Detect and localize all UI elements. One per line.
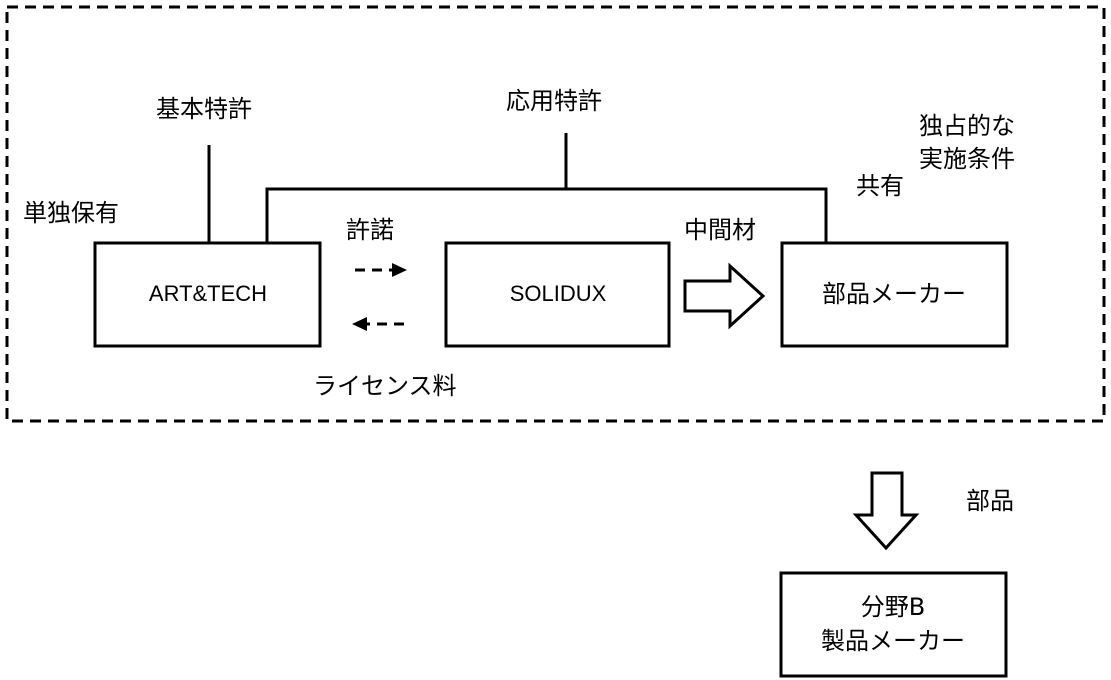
parts-label: 部品 [966, 487, 1014, 515]
license-grant-label: 許諾 [346, 216, 394, 244]
applied-patent-bracket [265, 187, 828, 243]
parts-maker-box [780, 241, 1009, 348]
dashed-boundary [5, 5, 1106, 423]
solidux-label: SOLIDUX [510, 281, 607, 306]
field-b-maker-box [779, 571, 1008, 678]
applied-patent-label: 応用特許 [506, 87, 602, 115]
parts-down-arrow [852, 471, 920, 551]
parts-maker-label: 部品メーカー [822, 280, 966, 308]
art-tech-box [93, 241, 322, 348]
product-maker-label: 製品メーカー [821, 627, 965, 655]
solidux-box [444, 241, 671, 348]
intermediate-material-label: 中間材 [684, 216, 756, 244]
license-fee-label: ライセンス料 [313, 372, 457, 400]
art-tech-label: ART&TECH [149, 281, 267, 306]
exclusive-terms-line1: 独占的な [919, 112, 1015, 140]
joint-ownership-label: 共有 [856, 172, 904, 200]
field-b-label: 分野B [861, 593, 925, 621]
basic-patent-label: 基本特許 [156, 95, 252, 123]
license-grant-arrow [355, 263, 407, 277]
intermediate-material-arrow [683, 262, 766, 330]
license-fee-arrow [352, 317, 404, 331]
exclusive-terms-line2: 実施条件 [919, 145, 1015, 173]
sole-ownership-label: 単独保有 [23, 199, 119, 227]
